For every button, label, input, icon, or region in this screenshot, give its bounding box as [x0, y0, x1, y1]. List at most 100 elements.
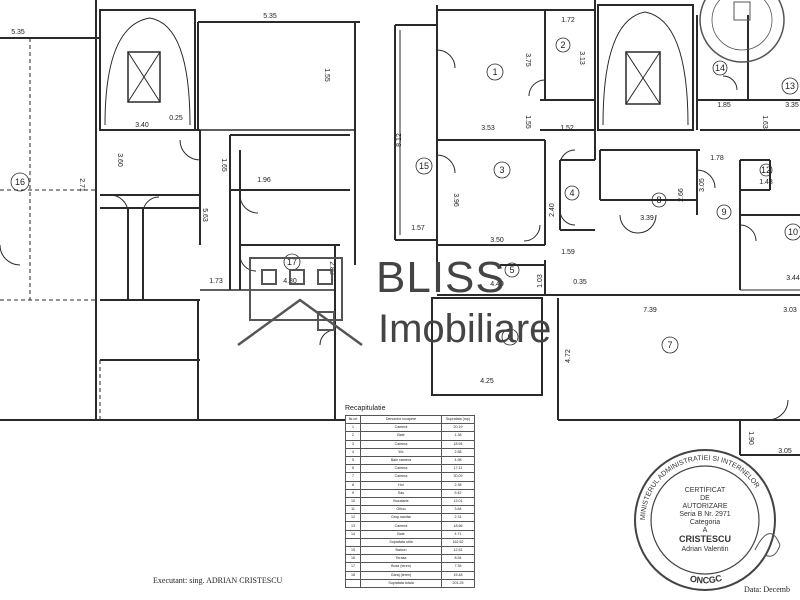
recap-header: Denumire incapere: [360, 414, 442, 425]
logo-window: [289, 269, 305, 285]
recap-cell: Suprafata utila: [360, 537, 442, 548]
door-swing: [528, 79, 546, 97]
recap-cell: Baie camera: [360, 455, 442, 466]
logo-window: [261, 269, 277, 285]
dimension-label: 1.72: [561, 17, 575, 24]
recap-cell: Camera: [360, 423, 442, 433]
door-swing: [109, 194, 129, 214]
dimension-label: 5.35: [263, 13, 277, 20]
room-marker: [493, 161, 511, 179]
elevator-shaft: [127, 51, 161, 103]
recap-cell: 5: [345, 455, 361, 466]
stamp-ring-bottom: ONCGC: [689, 573, 724, 586]
recap-cell: 13.01: [441, 496, 475, 507]
logo-door: [317, 311, 335, 331]
recap-header: Suprafata (mp): [441, 414, 475, 425]
dimension-label: 1.90: [747, 431, 754, 445]
dimension-label: 3.35: [785, 102, 799, 109]
recap-cell: 15: [345, 545, 361, 556]
room-number: 12: [761, 165, 771, 175]
room-marker: [712, 60, 728, 76]
recap-cell: 2.38: [441, 480, 475, 490]
recap-cell: 12.51: [441, 545, 475, 556]
recap-cell: 7.35: [441, 562, 475, 572]
recap-cell: 1: [345, 423, 361, 433]
dimension-label: 1.03: [537, 274, 544, 288]
dimension-label: 3.75: [524, 53, 531, 67]
door-swing: [239, 254, 257, 272]
recap-cell: [345, 537, 361, 548]
recap-cell: Hol: [360, 480, 442, 490]
watermark-tagline: Imobiliare: [378, 307, 551, 351]
small-seal: [699, 0, 785, 63]
stair-curve: [104, 17, 191, 126]
dimension-label: 1.55: [524, 115, 531, 129]
dimension-label: 1.63: [761, 115, 768, 129]
dimension-label: 3.50: [490, 237, 504, 244]
dimension-label: 2.66: [678, 188, 685, 202]
door-swing: [436, 154, 456, 174]
room-number: 9: [721, 207, 726, 217]
logo-window: [317, 269, 333, 285]
recap-cell: 20.19: [441, 423, 475, 433]
room-number: 6: [507, 332, 512, 342]
door-swing: [559, 209, 576, 226]
dimension-label: 5.63: [201, 208, 208, 222]
room-number: 4: [569, 188, 574, 198]
seal-inner-ring: [711, 0, 773, 51]
dimension-label: 0.25: [169, 115, 183, 122]
recap-cell: 8: [345, 480, 361, 490]
recap-cell: Sas: [360, 488, 442, 498]
seal-emblem: [733, 1, 751, 21]
room-marker: [651, 192, 667, 208]
room-number: 16: [15, 177, 25, 187]
room-number: 5: [509, 265, 514, 275]
watermark-brand: BLISS: [376, 253, 506, 302]
dimension-label: 5.35: [11, 29, 25, 36]
recap-cell: 13: [345, 521, 361, 531]
door-swing: [0, 244, 21, 266]
stamp-line: Adrian Valentin: [682, 546, 729, 553]
dimension-label: 1.78: [710, 155, 724, 162]
door-swing: [739, 224, 757, 242]
recap-cell: 14: [345, 529, 361, 539]
recap-cell: 4: [345, 447, 361, 457]
dimension-label: 1.85: [717, 102, 731, 109]
elevator-shaft: [625, 51, 661, 105]
recap-cell: 2: [345, 431, 361, 441]
stamp-line: AUTORIZARE: [683, 503, 728, 510]
recap-cell: 162.62: [441, 537, 475, 548]
recap-cell: 2.58: [441, 447, 475, 457]
room-marker: [10, 172, 30, 192]
room-marker: [781, 77, 799, 95]
recap-cell: 9: [345, 488, 361, 498]
recap-cell: Camera: [360, 521, 442, 531]
recap-header: Nr.crt: [345, 414, 361, 425]
staircase-outline: [597, 4, 694, 131]
door-swing: [767, 399, 789, 421]
staircase-outline: [99, 9, 196, 131]
dimension-label: 3.60: [116, 153, 123, 167]
dimension-label: 3.05: [699, 178, 706, 192]
signature-scribble: [754, 533, 781, 557]
recap-cell: 16: [345, 554, 361, 564]
stamp-line: Categoria: [690, 519, 720, 526]
room-marker: [564, 185, 580, 201]
dimension-label: 0.35: [573, 279, 587, 286]
recap-cell: 17: [345, 562, 361, 572]
room-number: 2: [560, 40, 565, 50]
dimension-label: 1.52: [560, 125, 574, 132]
recap-cell: 201.25: [441, 578, 475, 588]
dimension-label: 2.40: [549, 203, 556, 217]
